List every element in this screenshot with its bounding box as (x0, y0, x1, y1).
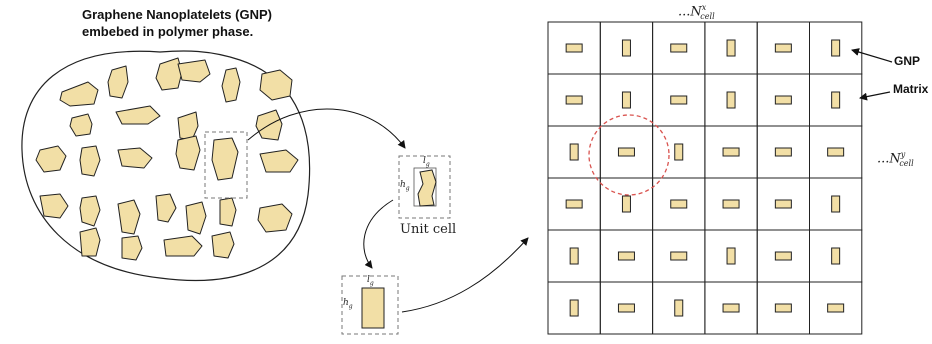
grid-gnp (831, 195, 841, 213)
title-line-1: Graphene Nanoplatelets (GNP) (82, 7, 272, 22)
grid-gnp (621, 195, 631, 213)
grid-gnp (774, 251, 792, 261)
grid-gnp (774, 43, 792, 53)
title-line-2: embebed in polymer phase. (82, 24, 254, 39)
matrix-label: Matrix (893, 82, 929, 96)
arrow-to-idealized-cell (363, 199, 394, 269)
grid-gnp (569, 143, 579, 161)
diagram-title: Graphene Nanoplatelets (GNP) embebed in … (82, 6, 272, 40)
grid-gnp (621, 39, 631, 57)
gnp-particle (155, 193, 177, 223)
matrix-pointer (859, 91, 891, 101)
idealized-hg-label: hg (343, 298, 353, 310)
gnp-particle (79, 195, 101, 227)
gnp-particle (211, 137, 239, 181)
gnp-particle (259, 149, 299, 173)
grid-gnp (722, 199, 740, 209)
grid-gnp (569, 247, 579, 265)
grid-gnp (674, 143, 684, 161)
grid-gnp (831, 247, 841, 265)
grid-gnp (617, 303, 635, 313)
grid-gnp (617, 251, 635, 261)
grid-gnp (774, 95, 792, 105)
grid-gnp (726, 247, 736, 265)
gnp-particle (211, 231, 235, 259)
gnp-particle (115, 105, 161, 125)
gnp-particle (59, 81, 99, 107)
grid-gnp (565, 95, 583, 105)
gnp-particle (117, 199, 141, 235)
gnp-particle (121, 235, 143, 261)
gnp-particle (177, 111, 199, 141)
gnp-particle (177, 59, 211, 83)
gnp-particle (185, 201, 207, 235)
grid-gnp (774, 199, 792, 209)
grid-gnp (726, 39, 736, 57)
grid-gnp (569, 299, 579, 317)
gnp-particle (219, 197, 237, 227)
gnp-particle (35, 145, 67, 173)
idealized-lg-label: lg (367, 275, 374, 287)
gnp-label: GNP (894, 54, 921, 68)
gnp-particle (257, 203, 293, 233)
grid-gnp (670, 43, 688, 53)
grid-gnp (670, 95, 688, 105)
grid-gnp (621, 91, 631, 109)
unit-cell-lg-label: lg (423, 156, 430, 168)
grid-gnp (774, 147, 792, 157)
grid-gnp (831, 39, 841, 57)
arrow-to-grid (401, 237, 529, 313)
idealized-cell-box (341, 275, 399, 335)
grid-gnp (722, 147, 740, 157)
grid-gnp (617, 147, 635, 157)
selection-box (204, 131, 248, 199)
gnp-particle (79, 145, 101, 177)
gnp-particle (175, 135, 201, 171)
grid-gnp (722, 303, 740, 313)
grid-gnp (674, 299, 684, 317)
gnp-particle (163, 235, 203, 257)
gnp-particle (221, 67, 241, 103)
gnp-particle (259, 69, 293, 101)
polymer-domain-outline (21, 50, 311, 282)
grid-gnp (565, 43, 583, 53)
n-cell-y-label: ...Nycell (877, 150, 914, 168)
unit-cell-hg-label: hg (400, 180, 410, 192)
highlight-circle (588, 114, 670, 196)
idealized-gnp-rect (361, 287, 385, 329)
unit-cell-particle (417, 169, 437, 207)
unit-cell-grid (547, 21, 863, 335)
grid-cell (809, 281, 863, 335)
grid-gnp (670, 251, 688, 261)
gnp-particle (39, 193, 69, 219)
grid-gnp (827, 147, 845, 157)
grid-gnp (827, 303, 845, 313)
arrow-to-unit-cell (247, 108, 406, 149)
n-cell-x-label: ...Nxcell (678, 3, 715, 21)
gnp-particle (107, 65, 129, 99)
gnp-particles (35, 57, 299, 261)
unit-cell-label: Unit cell (400, 222, 457, 237)
gnp-particle (69, 113, 93, 137)
gnp-particle (117, 147, 153, 169)
grid-gnp (670, 199, 688, 209)
grid-gnp (831, 91, 841, 109)
gnp-particle (79, 227, 101, 257)
gnp-particle (155, 57, 183, 91)
grid-gnp (726, 91, 736, 109)
grid-gnp (774, 303, 792, 313)
grid-gnp (565, 199, 583, 209)
gnp-pointer (851, 48, 893, 63)
